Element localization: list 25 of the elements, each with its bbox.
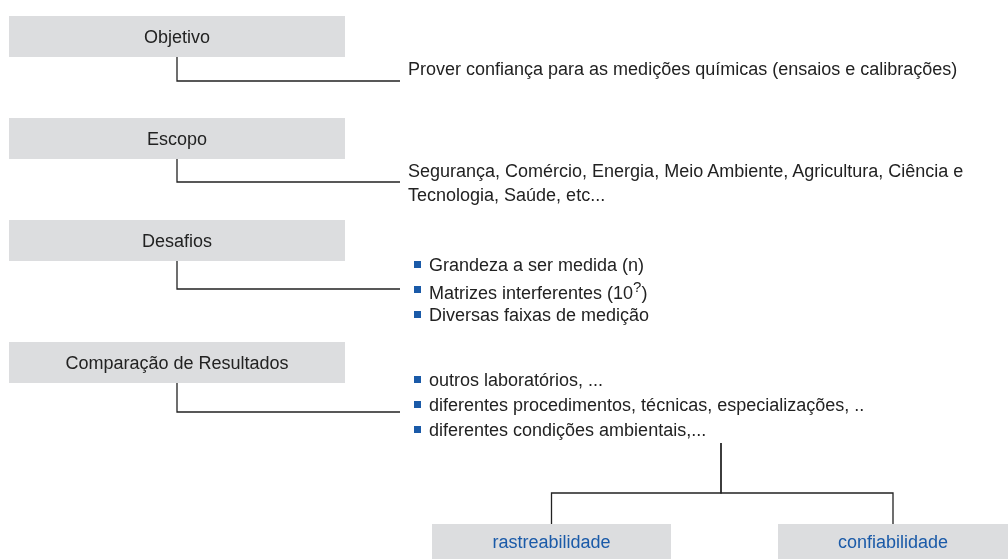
list-item-text: diferentes condições ambientais,... <box>429 418 707 442</box>
label-box <box>778 524 1008 559</box>
description-text: Prover confiança para as medições químicas (ensaios e calibrações) <box>408 58 959 81</box>
list-item-text: Matrizes interferentes (10$^{?}$) <box>429 276 648 305</box>
box-label: Escopo <box>146 127 207 151</box>
label-box <box>432 524 671 559</box>
list-item-text: Diversas faixas de medição <box>429 303 650 327</box>
box-label: rastreabilidade <box>492 530 611 554</box>
list-item-text: outros laboratórios, ... <box>429 368 604 392</box>
description-text: Segurança, Comércio, Energia, Meio Ambiente, Agricultura, Ciência e Tecnologia, Saúde, etc... <box>408 160 965 207</box>
list-item-text: diferentes procedimentos, técnicas, especializações, .. <box>429 393 865 417</box>
connector-line <box>176 260 401 290</box>
connector-line <box>176 158 401 183</box>
label-box <box>9 220 345 261</box>
connector-line <box>176 382 401 413</box>
connector-line <box>176 56 401 82</box>
box-label: Desafios <box>142 229 212 253</box>
list-item-text: Grandeza a ser medida (n) <box>429 253 645 277</box>
box-label: confiabilidade <box>837 530 949 554</box>
connector-line <box>720 442 894 525</box>
label-box <box>9 342 345 383</box>
label-box <box>9 16 345 57</box>
box-label: Objetivo <box>143 25 210 49</box>
box-label: Comparação de Resultados <box>65 351 289 375</box>
label-box <box>9 118 345 159</box>
